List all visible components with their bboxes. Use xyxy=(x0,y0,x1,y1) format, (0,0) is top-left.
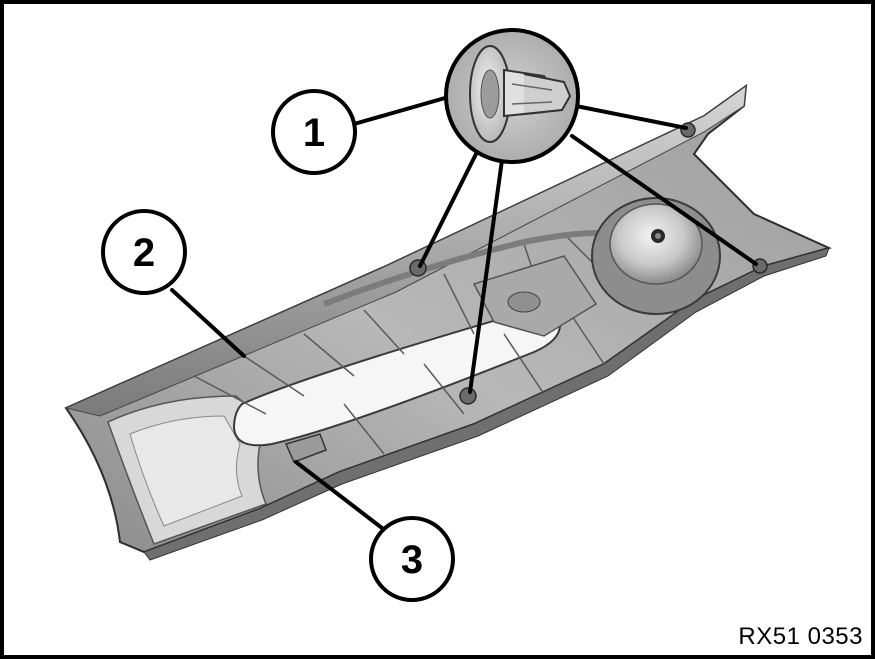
callout-2: 2 xyxy=(101,209,187,295)
grip-pocket-inner xyxy=(129,415,243,527)
callout-3: 3 xyxy=(369,516,455,602)
callout-1: 1 xyxy=(271,89,357,175)
trim-panel xyxy=(64,83,832,561)
retainer-tab xyxy=(284,433,327,463)
knob-housing xyxy=(591,197,721,315)
callout-2-number: 2 xyxy=(133,231,155,275)
callout-3-number: 3 xyxy=(401,538,423,582)
trim-panel-bottom-rim xyxy=(143,247,830,561)
leader-line-3 xyxy=(294,460,384,530)
trim-panel-illustration: 1 2 3 xyxy=(64,28,832,602)
trim-panel-top-rim xyxy=(64,84,747,417)
upper-channel xyxy=(322,230,615,307)
callout-1-number: 1 xyxy=(303,111,325,155)
leader-lines xyxy=(170,90,758,530)
leader-line-2 xyxy=(170,288,246,358)
clip-detail xyxy=(444,28,580,164)
bracket-hole xyxy=(507,291,541,313)
figure-reference-code: RX51 0353 xyxy=(736,623,865,651)
